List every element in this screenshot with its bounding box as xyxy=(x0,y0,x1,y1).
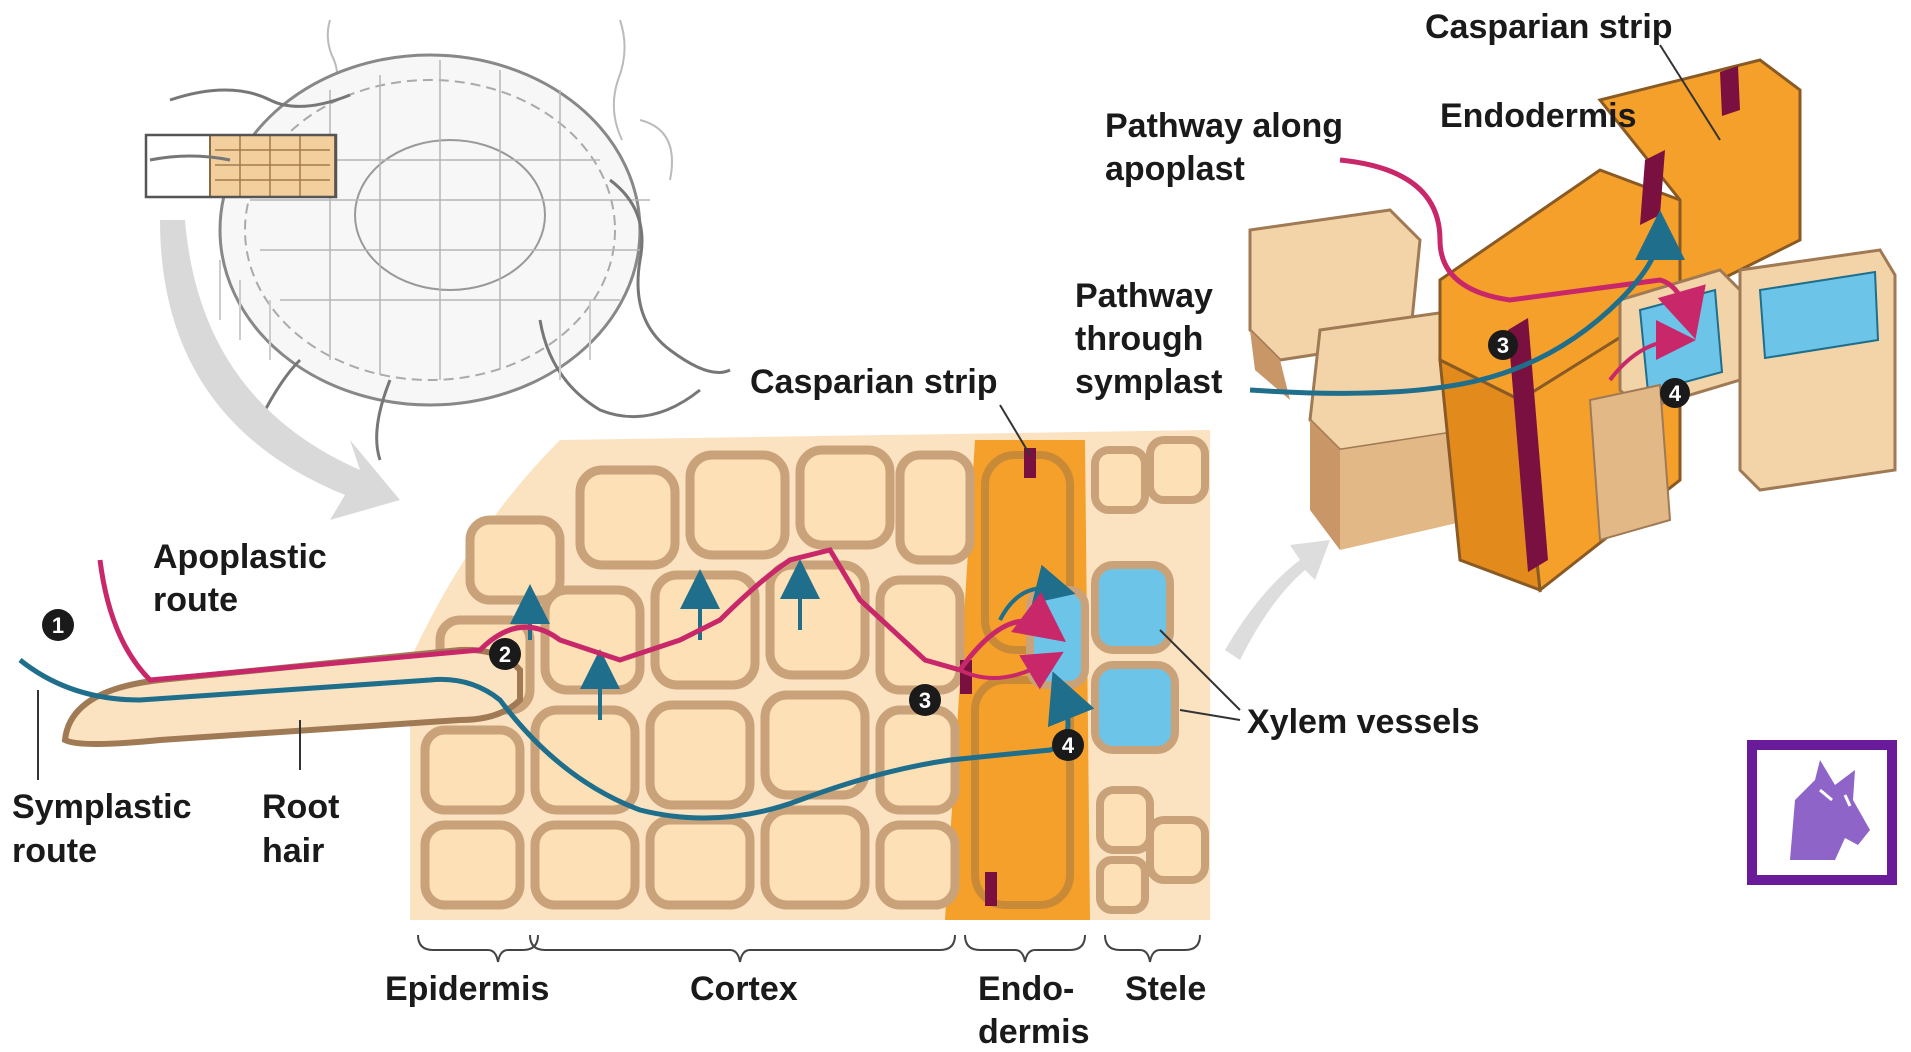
inset-step-marker-3: 3 xyxy=(1488,330,1518,360)
svg-text:4: 4 xyxy=(1062,733,1075,758)
svg-text:2: 2 xyxy=(499,642,511,667)
cortex-label: Cortex xyxy=(690,970,798,1008)
pathway-symplast-label-line1: Pathway xyxy=(1075,277,1213,315)
root-hair-label-line1: Root xyxy=(262,788,339,826)
pathway-apoplast-label-line2: apoplast xyxy=(1105,150,1245,188)
pathway-symplast-label-line3: symplast xyxy=(1075,363,1222,401)
region-brackets xyxy=(418,935,1200,962)
epidermis-label: Epidermis xyxy=(385,970,549,1008)
root-hair-label-line2: hair xyxy=(262,832,324,870)
symplastic-route-label-line1: Symplastic xyxy=(12,788,192,826)
endodermis-label-line2: dermis xyxy=(978,1013,1090,1051)
pathway-symplast-label-line2: through xyxy=(1075,320,1203,358)
svg-text:3: 3 xyxy=(1497,333,1509,358)
pathway-apoplast-label-line1: Pathway along xyxy=(1105,107,1343,145)
svg-text:4: 4 xyxy=(1669,381,1682,406)
endodermis-top-label: Endodermis xyxy=(1440,97,1636,135)
casparian-strip-mid-label: Casparian strip xyxy=(750,363,998,401)
svg-text:3: 3 xyxy=(919,688,931,713)
apoplastic-route-label-line2: route xyxy=(153,581,238,619)
step-marker-3: 3 xyxy=(909,684,941,716)
husky-logo-icon xyxy=(1752,745,1892,880)
inset-pointer-arrow xyxy=(1225,540,1330,660)
endodermis-label-line1: Endo- xyxy=(978,970,1074,1008)
root-tissue-panel xyxy=(410,430,1210,920)
xylem-vessels-label: Xylem vessels xyxy=(1247,703,1480,741)
step-marker-4: 4 xyxy=(1052,729,1084,761)
stele-label: Stele xyxy=(1125,970,1206,1008)
inset-step-marker-4: 4 xyxy=(1660,378,1690,408)
endodermis-3d-inset: 3 4 xyxy=(1250,60,1895,590)
casparian-strip-top-label: Casparian strip xyxy=(1425,8,1673,46)
step-marker-2: 2 xyxy=(489,638,521,670)
step-marker-1: 1 xyxy=(42,609,74,641)
svg-text:1: 1 xyxy=(52,613,64,638)
symplastic-route-label-line2: route xyxy=(12,832,97,870)
apoplastic-route-label-line1: Apoplastic xyxy=(153,538,327,576)
